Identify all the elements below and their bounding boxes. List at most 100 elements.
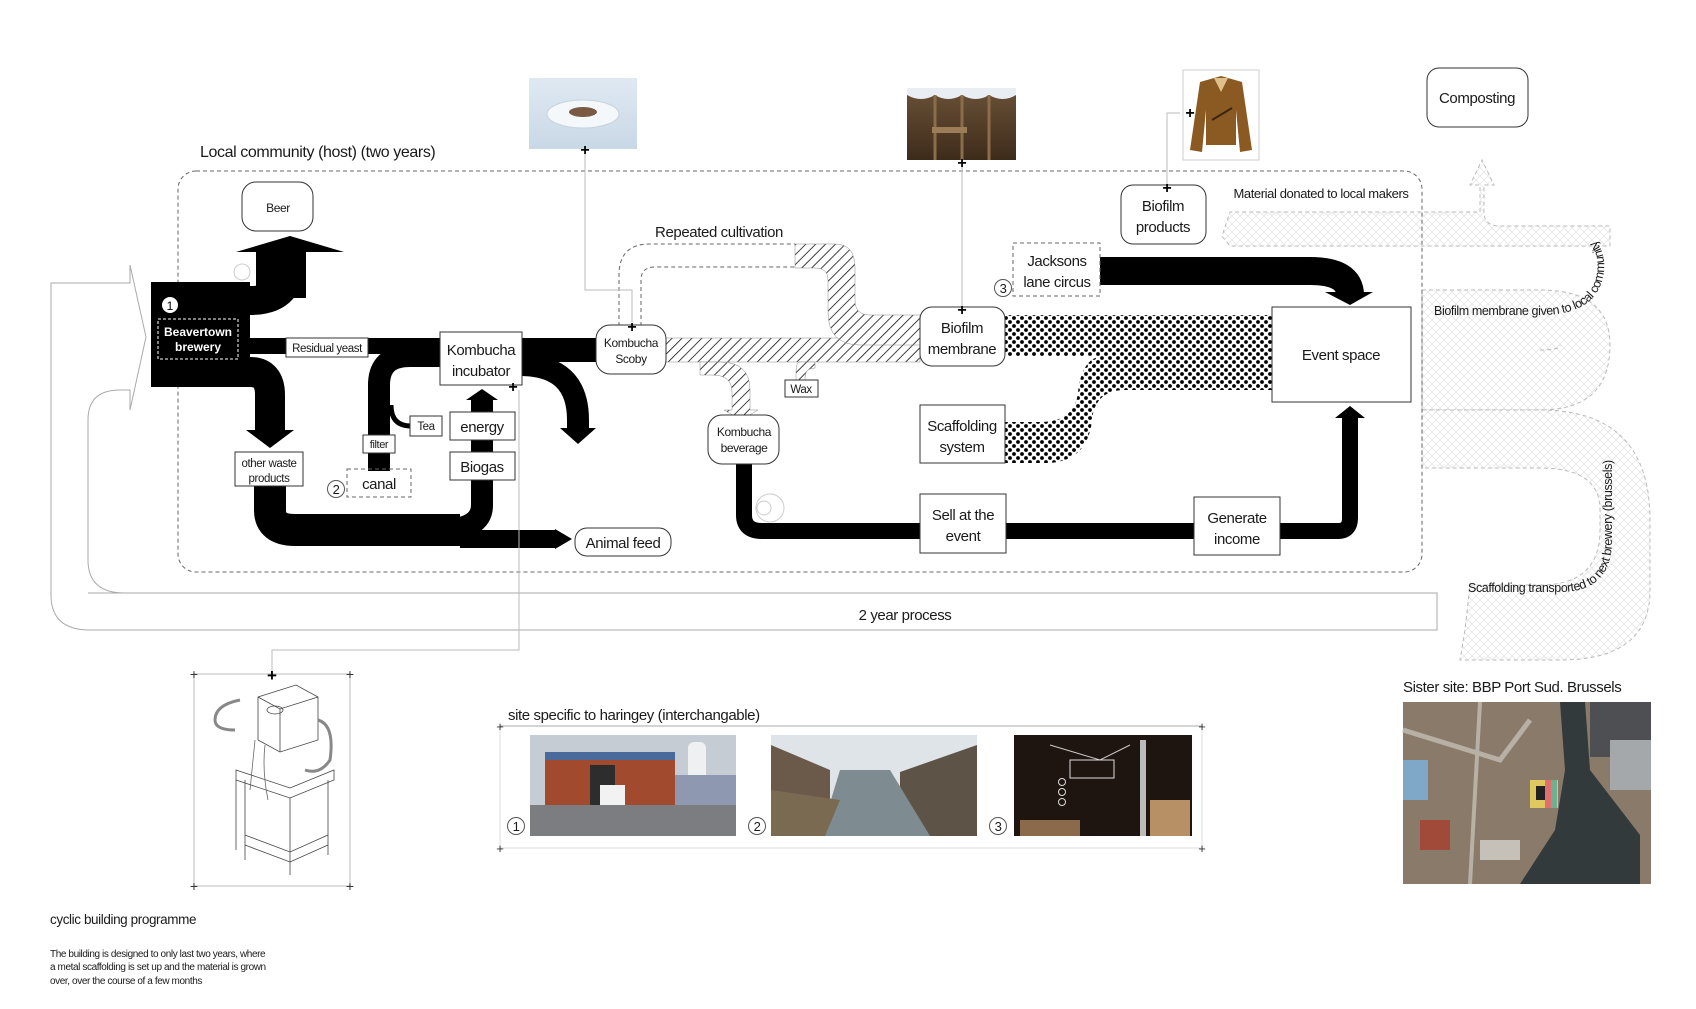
svg-text:canal: canal (362, 476, 396, 493)
svg-text:3: 3 (995, 819, 1002, 834)
svg-text:Scoby: Scoby (615, 352, 647, 366)
svg-text:Biogas: Biogas (460, 459, 503, 476)
svg-text:lane circus: lane circus (1023, 274, 1090, 291)
node-wax[interactable]: Wax (784, 379, 819, 398)
node-energy[interactable]: energy (449, 411, 516, 441)
repeated-cultivation-label: Repeated cultivation (655, 224, 783, 241)
photo-biofilm-jacket: + (1182, 69, 1260, 161)
node-residual-yeast[interactable]: Residual yeast (285, 337, 369, 358)
sister-site-title: Sister site: BBP Port Sud. Brussels (1403, 679, 1621, 696)
plus-marker-icon: + (508, 379, 517, 396)
svg-text:2: 2 (754, 819, 761, 834)
svg-text:Kombucha: Kombucha (447, 342, 517, 359)
svg-text:Sell at the: Sell at the (932, 507, 994, 524)
badge-2-icon (748, 817, 766, 835)
flow-repeated-cultivation (794, 243, 921, 346)
svg-text:products: products (249, 473, 291, 485)
donated-label: Material donated to local makers (1233, 186, 1409, 201)
plus-marker-icon: + (1162, 180, 1171, 197)
svg-text:event: event (946, 528, 982, 545)
leader-incubator-machine (271, 390, 520, 672)
node-biofilm-membrane[interactable]: Biofilm membrane + (919, 302, 1006, 367)
svg-text:2: 2 (333, 482, 340, 497)
node-other-waste[interactable]: other waste products (234, 451, 304, 487)
programme-title: cyclic building programme (50, 912, 196, 927)
site-photo-2[interactable]: 2 (748, 735, 978, 836)
outflow-membrane-given (1421, 289, 1611, 411)
svg-text:1: 1 (167, 299, 174, 313)
node-event-space[interactable]: Event space (1271, 306, 1412, 403)
svg-text:beverage: beverage (721, 441, 769, 455)
svg-text:filter: filter (370, 439, 389, 451)
sister-site-map[interactable] (1402, 701, 1651, 885)
node-tea[interactable]: Tea (409, 415, 443, 437)
svg-text:Generate: Generate (1207, 510, 1266, 527)
badge-1-icon (162, 297, 178, 313)
svg-text:3: 3 (1000, 281, 1007, 296)
plus-marker-icon: + (957, 155, 966, 172)
svg-text:+: + (190, 666, 198, 682)
node-beer[interactable]: Beer (241, 181, 314, 232)
svg-text:Jacksons: Jacksons (1027, 253, 1086, 270)
node-biofilm-products[interactable]: Biofilm products + (1120, 180, 1207, 245)
container-title: Local community (host) (two years) (200, 144, 435, 161)
node-kombucha-incubator[interactable]: Kombucha incubator + (439, 331, 523, 396)
flow-membrane-scaffolding-to-event (1005, 315, 1272, 463)
svg-text:+: + (346, 666, 354, 682)
svg-text:Composting: Composting (1439, 90, 1515, 107)
node-generate-income[interactable]: Generate income (1193, 496, 1281, 556)
leader-jacket-products (1166, 112, 1180, 184)
photo-plate: + (529, 78, 637, 159)
node-brewery[interactable]: 1 Beavertown brewery (157, 297, 239, 360)
node-canal[interactable]: 2 canal (327, 468, 412, 498)
leader-plate-scoby (584, 150, 633, 322)
svg-text:incubator: incubator (452, 363, 511, 380)
two-year-loop-arrow (50, 264, 1438, 631)
site-photo-1[interactable]: 1 (507, 735, 737, 836)
svg-text:Residual yeast: Residual yeast (292, 343, 363, 355)
svg-text:+: + (346, 878, 354, 894)
svg-text:Scaffolding: Scaffolding (927, 418, 997, 435)
outflow-donated (1221, 158, 1611, 247)
svg-text:Kombucha: Kombucha (717, 425, 772, 439)
photo-biofilm-wall: + (907, 88, 1016, 172)
programme-text-2: a metal scaffolding is set up and the ma… (50, 962, 266, 973)
node-filter[interactable]: filter (362, 434, 396, 454)
photo-incubator-machine: + + + + + (190, 666, 354, 894)
svg-text:+: + (1198, 719, 1206, 734)
node-composting[interactable]: Composting (1426, 67, 1529, 128)
svg-text:system: system (939, 439, 984, 456)
plus-marker-icon: + (627, 319, 636, 336)
badge-1-icon (507, 817, 525, 835)
node-sell-at-event[interactable]: Sell at the event (919, 493, 1007, 554)
outflow-scaffolding-transported (1421, 409, 1651, 661)
svg-text:income: income (1214, 531, 1260, 548)
badge-3-icon (989, 817, 1007, 835)
node-biogas[interactable]: Biogas (449, 451, 516, 481)
svg-text:Tea: Tea (417, 421, 435, 433)
badge-3-icon (994, 279, 1012, 297)
svg-text:Kombucha: Kombucha (604, 336, 659, 350)
beer-label: Beer (266, 201, 290, 215)
plus-marker-icon: + (1185, 105, 1194, 122)
node-kombucha-beverage[interactable]: Kombucha beverage (707, 414, 780, 465)
badge-2-icon (327, 480, 345, 498)
svg-text:+: + (1198, 841, 1206, 856)
plus-marker-icon: + (267, 666, 277, 685)
node-animal-feed[interactable]: Animal feed (574, 527, 672, 557)
node-scaffolding-system[interactable]: Scaffolding system (919, 404, 1006, 464)
node-kombucha-scoby[interactable]: Kombucha Scoby + (595, 319, 667, 375)
node-jacksons-lane-circus[interactable]: 3 Jacksons lane circus (994, 242, 1101, 297)
sites-title: site specific to haringey (interchangabl… (508, 707, 760, 724)
programme-text-3: over, over the course of a few months (50, 976, 202, 987)
flow-to-beverage (699, 361, 759, 421)
process-bar-label: 2 year process (859, 607, 952, 624)
svg-text:energy: energy (460, 419, 504, 436)
site-photo-3[interactable]: 3 (989, 735, 1193, 836)
plus-marker-icon: + (580, 142, 589, 159)
svg-text:Biofilm: Biofilm (941, 320, 983, 337)
programme-text-1: The building is designed to only last tw… (50, 949, 266, 960)
membrane-given-label: Biofilm membrane given to local communit… (1434, 238, 1607, 318)
plus-marker-icon: + (957, 302, 966, 319)
